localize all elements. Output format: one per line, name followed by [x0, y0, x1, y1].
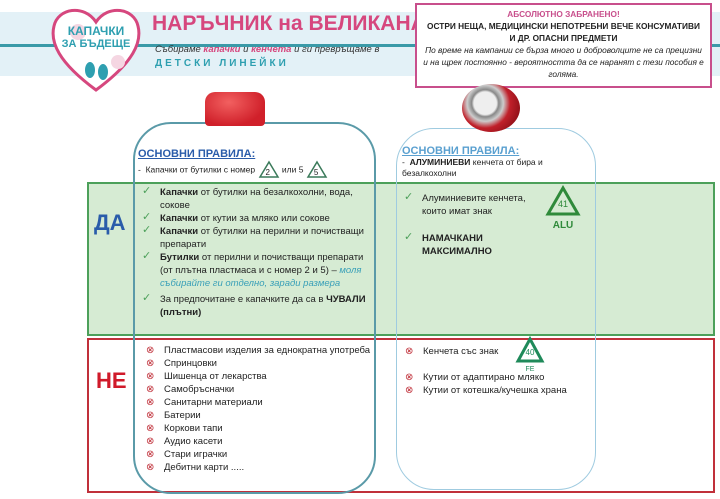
- rules-title: ОСНОВНИ ПРАВИЛА:: [402, 145, 520, 157]
- list-item: ⊗Аудио касети: [146, 436, 223, 447]
- list-item: ⊗Шишенца от лекарства: [146, 371, 267, 382]
- check-icon: ✓: [404, 191, 414, 203]
- list-item: ✓Капачки от бутилки на безалкохолни, вод…: [142, 185, 353, 211]
- check-icon: ✓: [142, 211, 152, 223]
- list-item: ✓За предпочитане е капачките да са в ЧУВ…: [142, 292, 366, 318]
- list-item: ⊗Санитарни материали: [146, 397, 263, 408]
- check-icon: ✓: [142, 292, 152, 304]
- crushed-can-image: [462, 84, 520, 132]
- logo-heart: КАПАЧКИ ЗА БЪДЕЩЕ: [48, 2, 144, 94]
- cross-circle-icon: ⊗: [146, 358, 155, 369]
- list-item: ⊗Самобръсначки: [146, 384, 235, 395]
- warning-heading: АБСОЛЮТНО ЗАБРАНЕНО!: [507, 9, 620, 19]
- recycle-2-icon: 2: [258, 160, 280, 180]
- cross-circle-icon: ⊗: [146, 384, 155, 395]
- cross-circle-icon: ⊗: [146, 462, 155, 473]
- recycle-5-icon: 5: [306, 160, 328, 180]
- caps-yes-list: ✓Капачки от бутилки на безалкохолни, вод…: [142, 185, 370, 319]
- list-item: ⊗Кутии от адаптирано мляко: [405, 372, 545, 383]
- list-item: ✓НАМАЧКАНИ МАКСИМАЛНО: [404, 231, 492, 257]
- warning-text: И ДР. ОПАСНИ ПРЕДМЕТИ: [509, 33, 618, 43]
- cross-circle-icon: ⊗: [146, 423, 155, 434]
- subtitle-kids: ДЕТСКИ ЛИНЕЙКИ: [155, 58, 289, 69]
- check-icon: ✓: [404, 231, 414, 243]
- cross-circle-icon: ⊗: [405, 385, 414, 396]
- list-item: ⊗Кенчета със знак: [405, 346, 499, 357]
- list-item: ⊗Стари играчки: [146, 449, 228, 460]
- cans-column: [396, 128, 596, 490]
- yes-band: [87, 182, 715, 336]
- check-icon: ✓: [142, 185, 152, 197]
- list-item: ⊗Дебитни карти .....: [146, 462, 245, 473]
- no-label: НЕ: [96, 368, 127, 393]
- cross-circle-icon: ⊗: [146, 436, 155, 447]
- cross-circle-icon: ⊗: [146, 410, 155, 421]
- cross-circle-icon: ⊗: [146, 371, 155, 382]
- list-item: ✓Бутилки от перилни и почистващи препара…: [142, 250, 364, 289]
- list-item: ✓Алуминиевите кенчета, които имат знак: [404, 191, 526, 217]
- cross-circle-icon: ⊗: [405, 346, 414, 357]
- logo-text: ЗА БЪДЕЩЕ: [61, 38, 131, 50]
- check-icon: ✓: [142, 250, 152, 262]
- cross-circle-icon: ⊗: [405, 372, 414, 383]
- logo-text: КАПАЧКИ: [67, 24, 125, 38]
- page-title: НАРЪЧНИК на ВЕЛИКАНА: [152, 12, 426, 35]
- warning-note: По време на кампании се бърза много и до…: [423, 45, 704, 79]
- cross-circle-icon: ⊗: [146, 397, 155, 408]
- cross-circle-icon: ⊗: [146, 449, 155, 460]
- no-band: [87, 338, 715, 493]
- caps-rule: - Капачки от бутилки с номер 2 или 5 5: [138, 160, 328, 180]
- check-icon: ✓: [142, 224, 152, 236]
- warning-text: ОСТРИ НЕЩА, МЕДИЦИНСКИ НЕПОТРЕБНИ ВЕЧЕ К…: [427, 21, 700, 31]
- caps-rules: ОСНОВНИ ПРАВИЛА: - Капачки от бутилки с …: [138, 148, 328, 180]
- recycle-alu-icon: 41 ALU: [545, 184, 581, 231]
- subtitle: Събираме капачки и кенчета и ги превръща…: [155, 44, 380, 55]
- header-line: [0, 44, 720, 47]
- list-item: ✓Капачки от бутилки на перилни и почиств…: [142, 224, 364, 250]
- list-item: ✓Капачки от кутии за мляко или сокове: [142, 211, 330, 224]
- list-item: ⊗Батерии: [146, 410, 201, 421]
- cross-circle-icon: ⊗: [146, 345, 155, 356]
- list-item: ⊗Пластмасови изделия за еднократна употр…: [146, 345, 371, 356]
- recycle-fe-icon: 40 FE: [515, 335, 545, 376]
- list-item: ⊗Коркови тапи: [146, 423, 223, 434]
- cans-rule: - АЛУМИНИЕВИ кенчета от бира и безалкохо…: [402, 157, 543, 178]
- warning-box: АБСОЛЮТНО ЗАБРАНЕНО! ОСТРИ НЕЩА, МЕДИЦИН…: [415, 3, 712, 88]
- list-item: ⊗Спринцовки: [146, 358, 217, 369]
- cans-no-list: ⊗Кенчета със знак ⊗Кутии от адаптирано м…: [405, 345, 595, 397]
- bottle-cap-image: [205, 92, 265, 126]
- yes-label: ДА: [94, 210, 126, 235]
- cans-rules: ОСНОВНИ ПРАВИЛА: - АЛУМИНИЕВИ кенчета от…: [402, 145, 592, 179]
- list-item: ⊗Кутии от котешка/кучешка храна: [405, 385, 567, 396]
- rules-title: ОСНОВНИ ПРАВИЛА:: [138, 148, 256, 160]
- caps-no-list: ⊗Пластмасови изделия за еднократна употр…: [146, 344, 374, 474]
- cans-yes-list: ✓Алуминиевите кенчета, които имат знак ✓…: [404, 191, 544, 258]
